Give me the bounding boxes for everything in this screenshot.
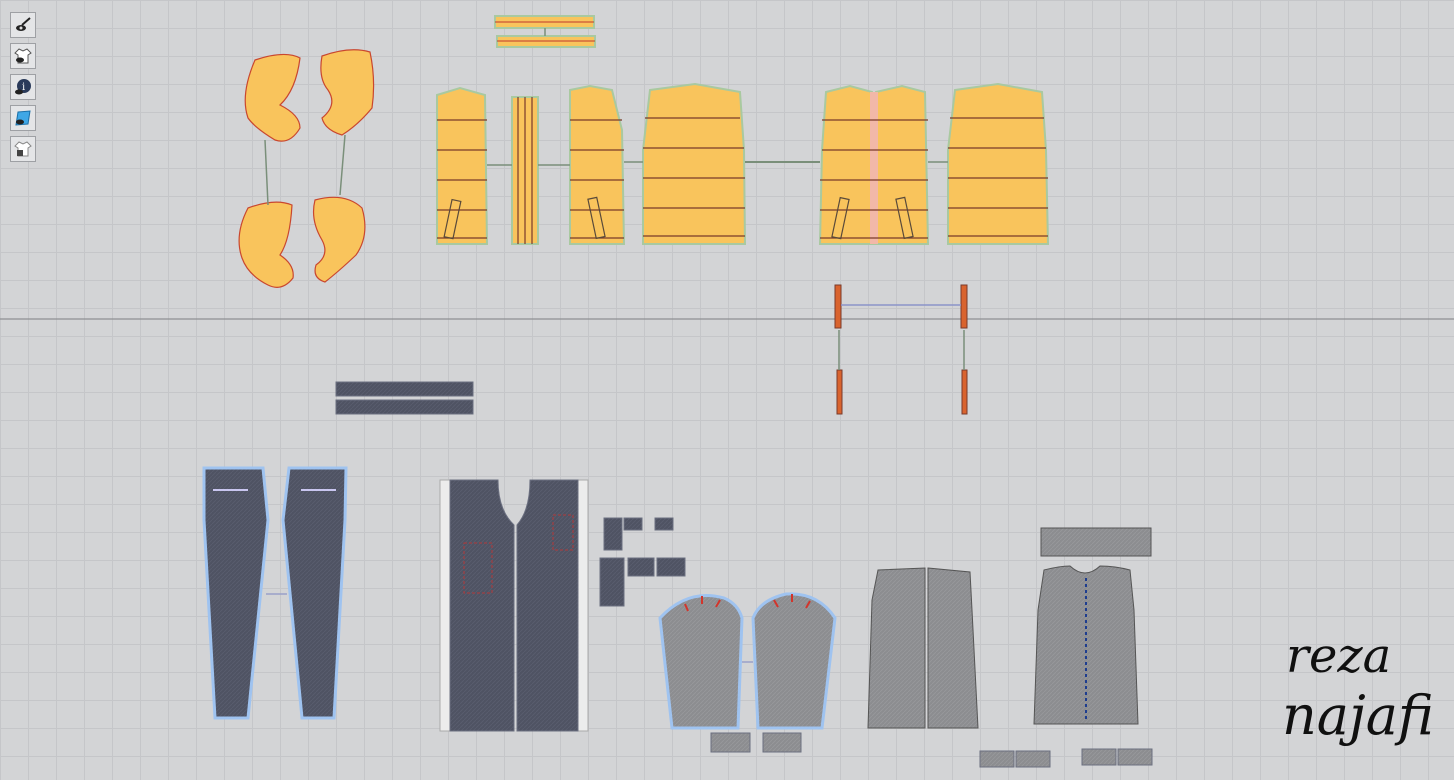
selected-pattern-group[interactable] [238, 15, 1050, 288]
brush-visibility-icon [16, 17, 31, 31]
avatar-lock-icon [14, 141, 32, 157]
collar-strip-piece[interactable] [494, 15, 596, 48]
view-toolbar: i [10, 12, 36, 167]
info-icon: i [15, 79, 31, 95]
garment-visibility-icon [14, 48, 32, 64]
toggle-garment-button[interactable] [10, 43, 36, 69]
denim-jacket-front-piece[interactable] [439, 479, 589, 732]
fabric-icon [15, 110, 31, 126]
strap-pieces[interactable] [834, 284, 968, 415]
vest-side-piece[interactable] [569, 84, 626, 245]
grey-vest-front-piece[interactable] [867, 567, 979, 729]
watermark-line-1: reza [1286, 628, 1392, 684]
grey-sleeve-pieces[interactable] [658, 592, 837, 753]
denim-pocket-pieces[interactable] [599, 517, 686, 607]
vest-back-right-piece[interactable] [947, 82, 1050, 245]
grey-vest-back-piece[interactable] [979, 527, 1153, 768]
denim-waistband-piece[interactable] [335, 381, 474, 415]
toggle-info-button[interactable]: i [10, 74, 36, 100]
vest-front-pair-piece[interactable] [818, 84, 930, 245]
vest-back-piece[interactable] [642, 82, 747, 245]
svg-text:i: i [22, 82, 25, 93]
vest-front-left-piece[interactable] [436, 86, 489, 245]
toggle-avatar-lock-button[interactable] [10, 136, 36, 162]
watermark-line-2: najafi [1282, 684, 1434, 747]
hood-pieces[interactable] [238, 49, 375, 288]
zipper-placket-piece[interactable] [511, 96, 539, 245]
toggle-fabric-button[interactable] [10, 105, 36, 131]
toggle-brush-button[interactable] [10, 12, 36, 38]
author-watermark: reza najafi [1282, 628, 1452, 778]
denim-pants-pieces[interactable] [202, 466, 348, 720]
